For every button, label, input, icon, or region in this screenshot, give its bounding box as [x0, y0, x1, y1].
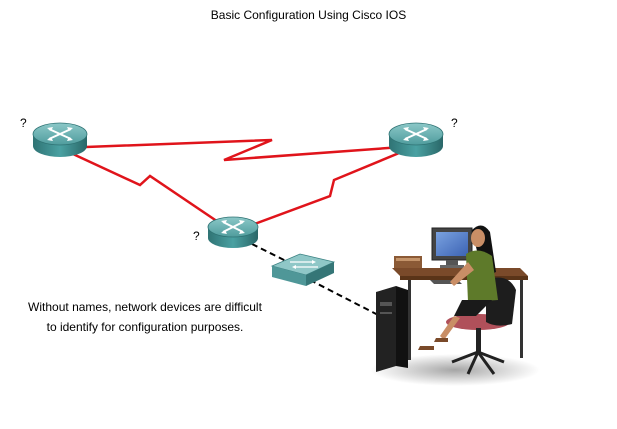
router-right [388, 122, 444, 157]
serial-link-left-bottom [59, 146, 234, 234]
workstation-person-icon [370, 225, 540, 386]
router-bottom-label: ? [193, 229, 200, 243]
ethernet-link-router-switch [251, 243, 289, 263]
diagram-title: Basic Configuration Using Cisco IOS [210, 8, 407, 22]
serial-link-right-bottom [232, 144, 417, 234]
router-bottom [207, 216, 259, 248]
caption-text: Without names, network devices are diffi… [28, 300, 262, 334]
ethernet-link-switch-pc [309, 279, 385, 319]
serial-link-left-right [59, 138, 417, 162]
router-left-label: ? [20, 116, 27, 130]
router-left [32, 122, 88, 157]
router-right-label: ? [451, 116, 458, 130]
switch [270, 253, 336, 286]
